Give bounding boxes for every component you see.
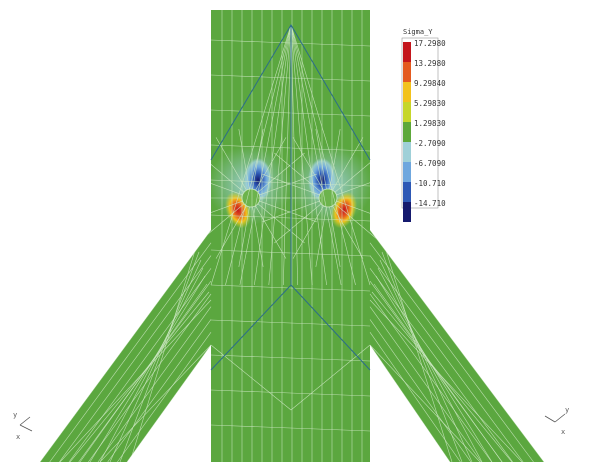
mesh-line: [99, 344, 212, 462]
mesh-line: [257, 152, 305, 193]
mesh-line: [89, 275, 206, 462]
mesh-line: [210, 424, 371, 432]
mesh-line: [117, 332, 212, 462]
mesh-line: [290, 24, 356, 286]
mesh-line: [259, 173, 317, 196]
legend-label: -2.7090: [414, 139, 446, 148]
mesh-line: [290, 24, 313, 286]
mesh-line: [329, 206, 341, 267]
mesh-line: [225, 24, 292, 286]
mesh-line: [255, 137, 287, 191]
mesh-line: [290, 24, 371, 286]
mesh-line: [239, 24, 292, 286]
mesh-line: [383, 243, 453, 462]
mesh-line: [40, 229, 212, 462]
mesh-line: [126, 344, 212, 462]
legend-swatch: [403, 202, 411, 222]
mesh-line: [377, 267, 483, 462]
mesh-line: [332, 205, 364, 259]
mesh-line: [290, 24, 327, 286]
mesh-line: [332, 137, 364, 191]
legend-swatch: [403, 142, 411, 162]
mesh-line: [334, 203, 382, 244]
mesh-line: [210, 389, 371, 397]
mesh-line: [255, 205, 287, 259]
legend-swatch: [403, 102, 411, 122]
mesh-line: [381, 251, 463, 462]
mesh-line: [59, 299, 212, 462]
mesh-line: [369, 306, 482, 462]
legend-label: 9.29840: [414, 79, 446, 88]
mesh-line: [210, 354, 371, 362]
triad-right-y: y: [565, 406, 569, 414]
mesh-line: [210, 284, 371, 292]
mesh-line: [210, 319, 371, 327]
mesh-line: [69, 291, 210, 462]
mesh-line: [375, 275, 493, 462]
mesh-line: [369, 268, 513, 462]
axis-triad-right: y x: [544, 406, 569, 436]
legend-label: 5.29830: [414, 99, 446, 108]
legend-swatch: [403, 42, 411, 62]
mesh-line: [379, 259, 473, 462]
legend-swatch: [403, 122, 411, 142]
mesh-line: [292, 137, 324, 191]
legend-title: Sigma_Y: [403, 28, 433, 36]
legend-swatch: [403, 182, 411, 202]
mesh-line: [257, 203, 305, 244]
mesh-line: [79, 283, 208, 462]
mesh-line: [274, 203, 322, 244]
triad-left-x: x: [16, 433, 20, 441]
mesh-line: [109, 259, 202, 462]
mesh-line: [290, 24, 299, 286]
legend-label: 1.29830: [414, 119, 446, 128]
contour-red-right: [330, 191, 358, 229]
mesh-line: [107, 319, 212, 462]
legend-swatch: [403, 62, 411, 82]
mesh-line: [68, 268, 212, 462]
mesh-line: [369, 299, 523, 462]
mesh-line: [315, 206, 327, 267]
legend-label: -10.710: [414, 179, 446, 188]
color-legend: Sigma_Y 17.2980 13.2980 9.29840 5.29830 1.29…: [401, 28, 446, 222]
mesh-line: [254, 24, 292, 286]
mesh-line: [238, 206, 250, 267]
element-boundaries: [210, 24, 371, 371]
mesh-line: [371, 291, 513, 462]
mesh-line: [97, 306, 212, 462]
mesh-line: [274, 152, 322, 193]
mesh-line: [373, 283, 503, 462]
legend-swatch: [403, 82, 411, 102]
mesh-line: [292, 205, 324, 259]
axis-triad-left: y x: [13, 411, 33, 441]
mesh-line: [329, 129, 341, 190]
mesh-line: [129, 243, 198, 462]
mesh-line: [369, 242, 534, 462]
mesh-line: [215, 205, 247, 259]
mesh-line: [49, 242, 212, 462]
legend-label: 17.2980: [414, 39, 446, 48]
legend-label: -6.7090: [414, 159, 446, 168]
mesh-line: [238, 129, 250, 190]
triad-left-y: y: [13, 411, 17, 419]
mesh-line: [268, 24, 292, 286]
mesh-line: [369, 344, 481, 462]
mesh-line: [369, 255, 524, 462]
mesh-line: [315, 129, 327, 190]
triad-right-x: x: [561, 428, 565, 436]
legend-label: -14.710: [414, 199, 446, 208]
mesh-line: [252, 129, 264, 190]
mesh-line: [210, 24, 292, 286]
mesh-line: [282, 24, 292, 286]
mesh-line: [99, 267, 204, 462]
mesh-line: [290, 24, 342, 286]
legend-label: 13.2980: [414, 59, 446, 68]
mesh-line: [59, 255, 212, 462]
legend-swatch: [403, 162, 411, 182]
mesh-line: [369, 319, 472, 462]
